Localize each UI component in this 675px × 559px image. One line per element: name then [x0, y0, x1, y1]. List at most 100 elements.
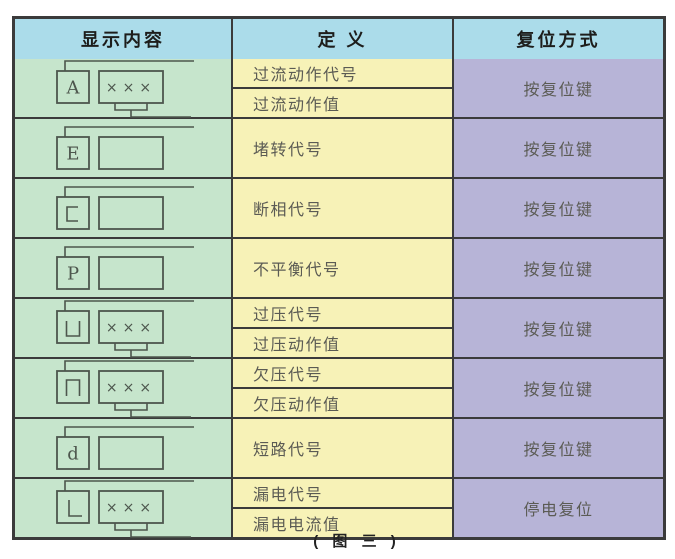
symbol-letter: E [66, 144, 79, 165]
display-diagram: P [56, 246, 194, 290]
reset-cell: 按复位键 [452, 119, 663, 177]
definition-text: 过压代号 [253, 307, 324, 324]
definition-text: 过流动作代号 [253, 67, 359, 84]
header-cell-reset-method: 复位方式 [452, 19, 663, 59]
definition-text: 堵转代号 [253, 142, 324, 159]
symbol-letter: d [67, 444, 79, 465]
reset-cell: 按复位键 [452, 359, 663, 417]
symbol-glyph-cap [65, 379, 81, 396]
symbol-glyph-square-l [68, 500, 82, 517]
bottom-bracket [114, 343, 148, 351]
display-cell: ××× [15, 479, 231, 538]
symbol-box [56, 370, 90, 404]
symbol-box [56, 196, 90, 230]
definition-text: 过流动作值 [233, 87, 452, 117]
definition-text: 欠压动作值 [233, 387, 452, 417]
reset-cell: 按复位键 [452, 179, 663, 237]
top-leader-line [64, 300, 194, 311]
reset-cell: 按复位键 [452, 59, 663, 117]
display-cell [15, 179, 231, 237]
reset-cell: 按复位键 [452, 239, 663, 297]
value-digits: ××× [106, 320, 156, 336]
top-leader-line [64, 246, 194, 257]
header-cell-definition: 定 义 [231, 19, 452, 59]
display-diagram: ××× [56, 360, 194, 418]
bottom-bracket [114, 103, 148, 111]
reset-cell: 停电复位 [452, 479, 663, 537]
reset-method-text: 按复位键 [523, 382, 594, 399]
bottom-leader-line [130, 350, 191, 358]
display-diagram [56, 186, 194, 230]
value-box [98, 370, 164, 404]
definition-cell: 过压代号过压动作值 [231, 299, 452, 357]
display-diagram: A××× [56, 60, 194, 118]
top-leader-line [64, 126, 194, 137]
display-diagram: ××× [56, 480, 194, 538]
bottom-bracket [114, 403, 148, 411]
value-digits: ××× [106, 500, 156, 516]
value-box [98, 256, 164, 290]
value-box [98, 196, 164, 230]
figure-caption: ( 图 三 ) [313, 533, 401, 550]
display-cell: ××× [15, 299, 231, 358]
display-cell: d [15, 419, 231, 477]
value-box [98, 136, 164, 170]
reset-method-text: 按复位键 [523, 442, 594, 459]
definition-text: 欠压代号 [253, 367, 324, 384]
definition-text: 漏电电流值 [233, 507, 452, 537]
display-diagram: E [56, 126, 194, 170]
display-cell: ××× [15, 359, 231, 418]
table-row: ××× 过压代号过压动作值 按复位键 [15, 297, 663, 358]
symbol-box [56, 310, 90, 344]
table-row: d 短路代号 按复位键 [15, 417, 663, 477]
table-row: E 堵转代号 按复位键 [15, 117, 663, 177]
table-row: A××× 过流动作代号过流动作值 按复位键 [15, 59, 663, 118]
table-row: ××× 欠压代号欠压动作值 按复位键 [15, 357, 663, 418]
value-digits: ××× [106, 380, 156, 396]
symbol-box [56, 436, 90, 470]
definition-cell: 漏电代号漏电电流值 [231, 479, 452, 537]
symbol-glyph-cup [65, 321, 81, 337]
table-row: 断相代号 按复位键 [15, 177, 663, 237]
definition-cell: 过流动作代号过流动作值 [231, 59, 452, 117]
reset-method-text: 按复位键 [523, 82, 594, 99]
bottom-bracket [114, 523, 148, 531]
display-diagram: d [56, 426, 194, 470]
reset-method-text: 按复位键 [523, 142, 594, 159]
top-leader-line [64, 426, 194, 437]
symbol-letter: P [67, 264, 79, 285]
symbol-box [56, 490, 90, 524]
reset-cell: 按复位键 [452, 419, 663, 477]
definition-cell: 堵转代号 [231, 119, 452, 177]
header-row: 显示内容 定 义 复位方式 [15, 19, 663, 59]
symbol-box [56, 70, 90, 104]
symbol-box [56, 136, 90, 170]
bottom-leader-line [130, 410, 191, 418]
definition-cell: 欠压代号欠压动作值 [231, 359, 452, 417]
top-leader-line [64, 60, 194, 71]
table-row: P 不平衡代号 按复位键 [15, 237, 663, 297]
table-row: ××× 漏电代号漏电电流值 停电复位 [15, 477, 663, 538]
top-leader-line [64, 360, 194, 371]
definition-cell: 不平衡代号 [231, 239, 452, 297]
top-leader-line [64, 480, 194, 491]
reset-method-text: 停电复位 [523, 502, 594, 519]
display-diagram: ××× [56, 300, 194, 358]
bottom-leader-line [130, 530, 191, 538]
symbol-glyph-square-c [66, 206, 78, 222]
reset-method-text: 按复位键 [523, 202, 594, 219]
value-box [98, 436, 164, 470]
display-cell: A××× [15, 59, 231, 118]
value-box [98, 70, 164, 104]
definition-text: 短路代号 [253, 442, 324, 459]
reset-method-text: 按复位键 [523, 322, 594, 339]
value-box [98, 310, 164, 344]
value-box [98, 490, 164, 524]
symbol-box [56, 256, 90, 290]
display-cell: E [15, 119, 231, 177]
header-cell-display-content: 显示内容 [81, 30, 165, 50]
definition-text: 不平衡代号 [253, 262, 341, 279]
definition-cell: 短路代号 [231, 419, 452, 477]
definition-text: 断相代号 [253, 202, 324, 219]
